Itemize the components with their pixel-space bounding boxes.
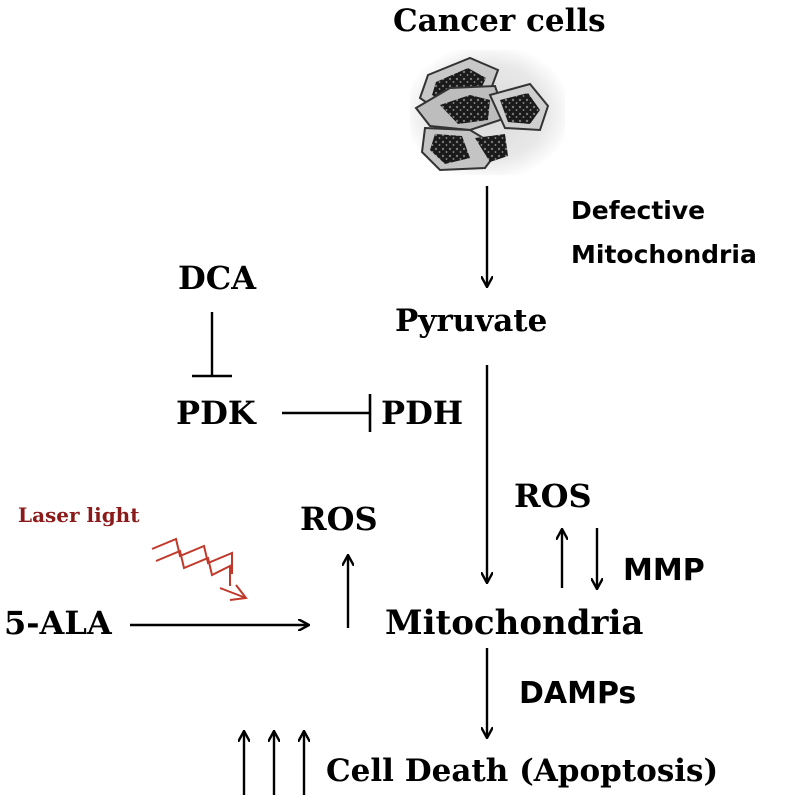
label-laser-light: Laser light	[18, 503, 140, 527]
node-ros-right: ROS	[514, 477, 592, 515]
node-5-ala: 5-ALA	[4, 604, 112, 642]
node-pyruvate: Pyruvate	[395, 303, 548, 339]
label-defective: Defective	[571, 196, 706, 225]
laser-light-icon	[151, 537, 248, 601]
node-cell-death: Cell Death (Apoptosis)	[326, 753, 719, 789]
node-mmp: MMP	[623, 553, 705, 588]
triple-up-arrows-icon	[244, 732, 304, 795]
title-cancer-cells: Cancer cells	[393, 3, 606, 39]
node-dca: DCA	[178, 259, 257, 297]
label-mitochondria-defective: Mitochondria	[571, 240, 757, 269]
node-damps: DAMPs	[519, 676, 637, 711]
node-mitochondria: Mitochondria	[385, 603, 644, 643]
node-ros-left: ROS	[300, 500, 378, 538]
cancer-cells-image	[410, 50, 565, 175]
node-pdh: PDH	[381, 394, 464, 432]
node-pdk: PDK	[176, 394, 256, 432]
